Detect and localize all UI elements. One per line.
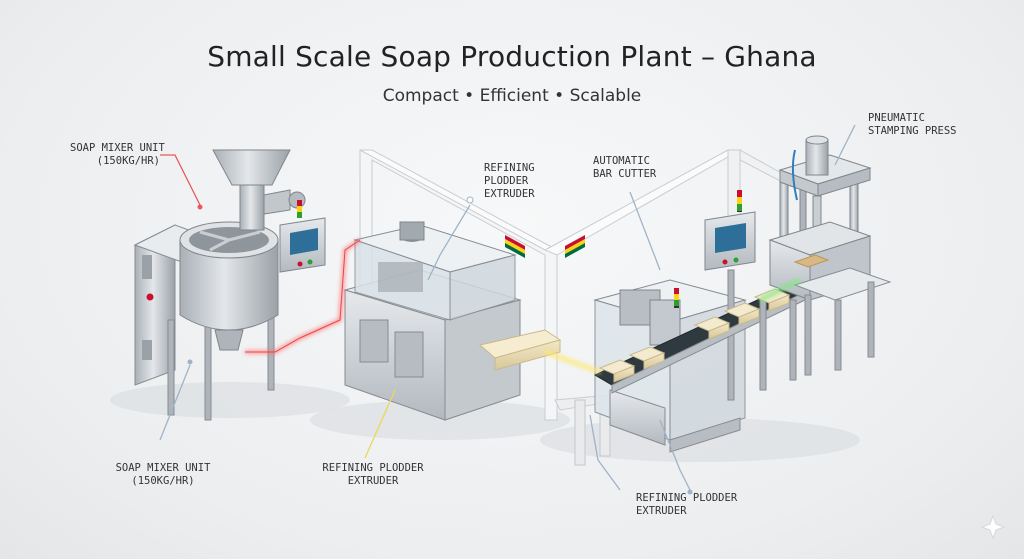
callout-plodder-top-line2: PLODDER	[484, 175, 529, 187]
pneumatic-stamping-press	[768, 135, 892, 376]
callout-cutter-top-line1: AUTOMATIC	[593, 155, 650, 167]
callout-press-top-line1: PNEUMATIC	[868, 112, 925, 124]
callout-press-top-line2: STAMPING PRESS	[868, 125, 957, 137]
callout-cutter-bottom: REFINING PLODDER EXTRUDER	[636, 492, 737, 518]
callout-leaders	[159, 124, 856, 495]
callout-mixer-bottom-line2: (150kg/hr)	[131, 475, 195, 487]
mixer-shadow	[110, 382, 350, 418]
callout-plodder-top: REFINING PLODDER EXTRUDER	[484, 162, 535, 201]
callout-plodder-top-line3: EXTRUDER	[484, 188, 535, 200]
ghana-flag-stripe-right	[565, 235, 585, 258]
refining-plodder-extruder	[343, 221, 562, 421]
mixer-control-panel	[279, 200, 326, 273]
sparkle-icon	[980, 514, 1006, 540]
callout-cutter-bottom-line1: REFINING PLODDER	[636, 492, 738, 504]
callout-plodder-bottom-line2: EXTRUDER	[347, 475, 399, 487]
callout-plodder-bottom: REFINING PLODDER EXTRUDER	[318, 462, 428, 488]
callout-mixer-top-line2: (150kg/hr)	[96, 155, 160, 167]
callout-press-top: PNEUMATIC STAMPING PRESS	[868, 112, 957, 138]
automatic-bar-cutter	[593, 279, 747, 453]
ghana-flag-stripe-left	[505, 235, 525, 258]
callout-cutter-top-line2: BAR CUTTER	[593, 168, 657, 180]
soap-mixer-unit	[133, 149, 306, 421]
callout-mixer-bottom-line1: SOAP MIXER UNIT	[115, 462, 211, 474]
callout-mixer-bottom: SOAP MIXER UNIT (150kg/hr)	[108, 462, 218, 488]
overhead-gantry	[359, 149, 791, 466]
callout-mixer-top: SOAP MIXER UNIT (150kg/hr)	[70, 142, 165, 168]
page-title: Small Scale Soap Production Plant – Ghan…	[207, 40, 817, 73]
callout-plodder-top-line1: REFINING	[484, 162, 535, 174]
callout-cutter-top: AUTOMATIC BAR CUTTER	[593, 155, 656, 181]
callout-cutter-bottom-line2: EXTRUDER	[636, 505, 687, 517]
callout-mixer-top-line1: SOAP MIXER UNIT	[70, 142, 165, 154]
process-flow-lines	[245, 238, 801, 374]
callout-plodder-bottom-line1: REFINING PLODDER	[322, 462, 424, 474]
page-subtitle: Compact • Efficient • Scalable	[382, 86, 642, 106]
plodder-shadow	[310, 400, 570, 440]
